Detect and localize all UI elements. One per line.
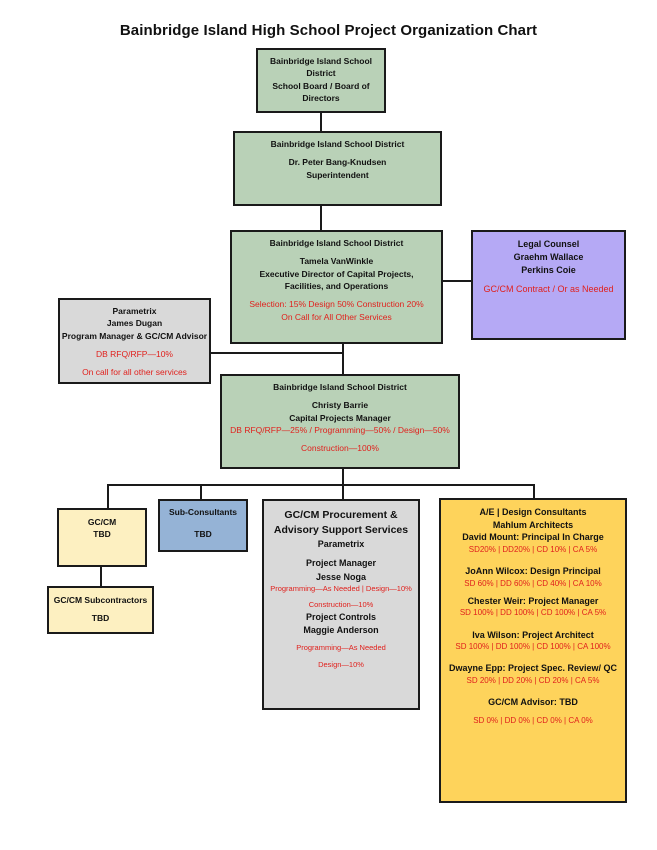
node-name: Christy Barrie (311, 400, 369, 411)
node-note: On call for all other services (82, 367, 187, 378)
node-sub: TBD (194, 529, 212, 540)
node-note: GC/CM Contract / Or as Needed (483, 284, 614, 295)
node-firm: Parametrix (317, 539, 365, 550)
connector-branch-procurement (342, 484, 344, 499)
node-role: Project Controls (305, 612, 376, 623)
node-executive-director: Bainbridge Island School District Tamela… (230, 230, 443, 344)
node-role: Program Manager & GC/CM Advisor (61, 330, 208, 341)
node-name: Maggie Anderson (303, 625, 379, 636)
node-note: Programming—As Needed | Design—10% (270, 583, 412, 593)
node-org: Bainbridge Island School District (269, 56, 372, 79)
node-gccm: GC/CM TBD (57, 508, 147, 567)
node-note: SD 60% | DD 60% | CD 40% | CA 10% (464, 578, 602, 588)
node-gccm-subcontractors: GC/CM Subcontractors TBD (47, 586, 154, 634)
node-sub: TBD (93, 529, 111, 540)
node-note: SD 0% | DD 0% | CD 0% | CA 0% (473, 715, 593, 725)
node-role: Superintendent (306, 169, 369, 180)
node-name: Jesse Noga (315, 571, 367, 582)
node-school-board: Bainbridge Island School District School… (256, 48, 386, 113)
node-name: James Dugan (106, 318, 163, 329)
connector-board-superintendent (320, 112, 322, 132)
node-note: Construction—100% (301, 443, 379, 454)
node-role: Capital Projects Manager (289, 412, 391, 423)
node-parametrix: Parametrix James Dugan Program Manager &… (58, 298, 211, 384)
node-legal-counsel: Legal Counsel Graehm Wallace Perkins Coi… (471, 230, 626, 340)
node-title: Sub-Consultants (169, 507, 237, 517)
node-person: GC/CM Advisor: TBD (488, 697, 578, 708)
connector-parametrix-capital-pm (210, 352, 343, 354)
node-capital-projects-manager: Bainbridge Island School District Christ… (220, 374, 460, 469)
node-note: Design—10% (318, 660, 364, 670)
node-sub-consultants: Sub-Consultants TBD (158, 499, 248, 552)
node-org: Bainbridge Island School District (269, 238, 404, 248)
node-person: Iva Wilson: Project Architect (472, 629, 594, 640)
node-sub: TBD (91, 613, 110, 624)
node-person: Chester Weir: Project Manager (467, 595, 599, 606)
node-name: School Board / Board of Directors (272, 80, 370, 103)
connector-branch-ae (533, 484, 535, 498)
chart-title: Bainbridge Island High School Project Or… (119, 22, 538, 39)
connector-branch-subconsultants (200, 484, 202, 499)
node-role: Project Manager (305, 558, 377, 569)
node-note: SD20% | DD20% | CD 10% | CA 5% (468, 544, 598, 554)
connector-capital-pm-branch (342, 468, 344, 485)
node-title: Advisory Support Services (273, 524, 409, 537)
node-role: Facilities, and Operations (284, 280, 389, 291)
node-org: Bainbridge Island School District (270, 139, 405, 149)
node-org: Bainbridge Island School District (273, 382, 407, 392)
node-gccm-procurement: GC/CM Procurement & Advisory Support Ser… (262, 499, 420, 710)
node-note: DB RFQ/RFP—25% / Programming—50% / Desig… (230, 424, 450, 435)
node-title: GC/CM Procurement & (284, 509, 398, 521)
node-title: Legal Counsel (517, 239, 580, 249)
node-person: David Mount: Principal In Charge (462, 532, 604, 543)
node-role: Executive Director of Capital Projects, (259, 268, 414, 279)
connector-executive-capital-pm (342, 343, 344, 374)
node-superintendent: Bainbridge Island School District Dr. Pe… (233, 131, 442, 206)
node-note: On Call for All Other Services (281, 311, 392, 322)
node-title: A/E | Design Consultants (479, 507, 587, 517)
connector-branch-horizontal (107, 484, 534, 486)
node-note: Selection: 15% Design 50% Construction 2… (249, 299, 424, 310)
node-name: Tamela VanWinkle (299, 256, 374, 267)
node-name: Graehm Wallace (513, 252, 584, 263)
node-name: Dr. Peter Bang-Knudsen (288, 157, 387, 168)
node-note: SD 100% | DD 100% | CD 100% | CA 5% (459, 608, 607, 618)
node-title: GC/CM (87, 517, 117, 527)
node-firm: Perkins Coie (521, 265, 576, 276)
node-note: Programming—As Needed (296, 643, 386, 653)
node-person: Dwayne Epp: Project Spec. Review/ QC (448, 663, 618, 674)
node-note: Construction—10% (308, 600, 374, 610)
node-note: SD 100% | DD 100% | CD 100% | CA 100% (455, 642, 611, 652)
node-note: SD 20% | DD 20% | CD 20% | CA 5% (466, 675, 600, 685)
connector-branch-gccm (107, 484, 109, 508)
node-note: DB RFQ/RFP—10% (96, 348, 173, 359)
node-firm: Mahlum Architects (492, 519, 574, 530)
connector-gccm-subs (100, 566, 102, 586)
node-firm: Parametrix (112, 306, 157, 316)
node-title: GC/CM Subcontractors (53, 595, 148, 605)
connector-superintendent-executive (320, 205, 322, 230)
node-person: JoAnn Wilcox: Design Principal (465, 565, 601, 576)
node-ae-design-consultants: A/E | Design Consultants Mahlum Architec… (439, 498, 627, 803)
connector-executive-legal (442, 280, 472, 282)
